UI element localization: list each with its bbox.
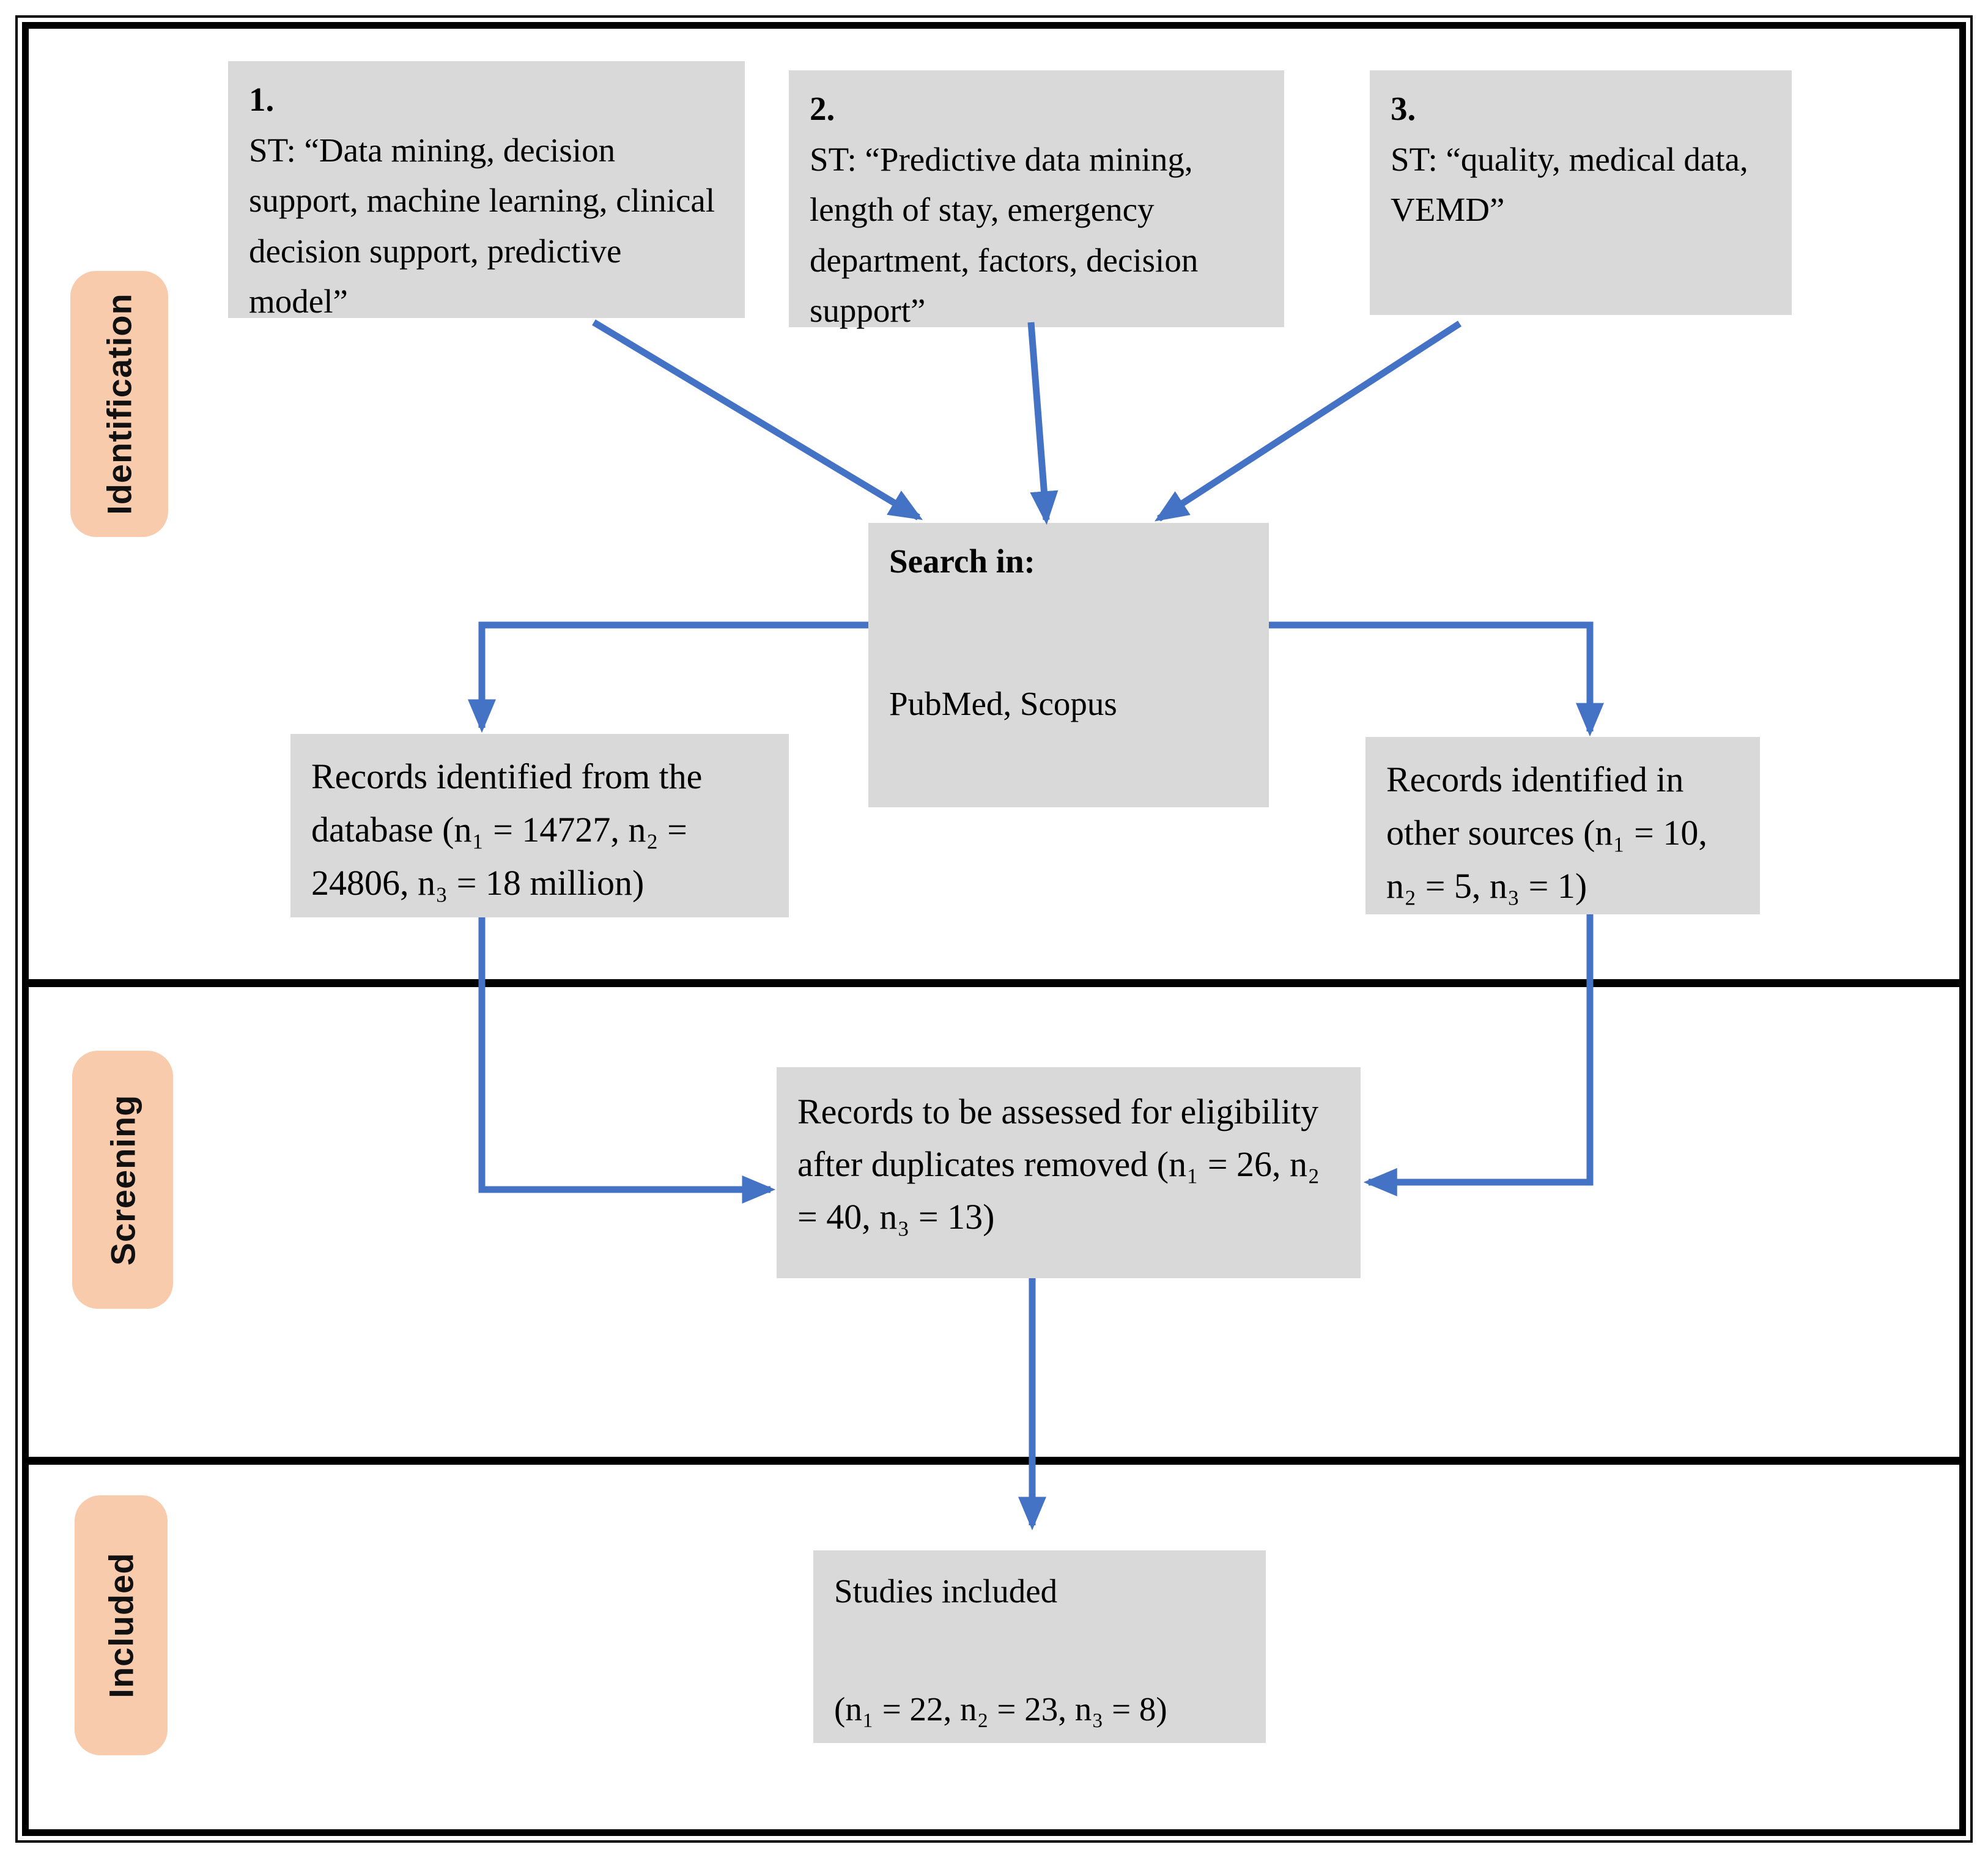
search-terms-box-1: 1. ST: “Data mining, decision support, m… — [228, 61, 745, 320]
search-terms-box-3-number: 3. — [1391, 90, 1416, 127]
records-identified-database-text: Records identified from the database (n₁… — [311, 757, 703, 903]
divider-identification-screening — [29, 979, 1959, 987]
records-identified-other-box: Records identified in other sources (n₁ … — [1365, 737, 1760, 914]
search-in-box: Search in: PubMed, Scopus — [868, 523, 1269, 807]
studies-included-counts: (n₁ = 22, n₂ = 23, n₃ = 8) — [834, 1690, 1167, 1728]
studies-included-title: Studies included — [834, 1572, 1058, 1610]
phase-label-identification: Identification — [70, 271, 168, 537]
phase-label-identification-text: Identification — [100, 293, 139, 515]
search-terms-box-1-text: ST: “Data mining, decision support, mach… — [249, 131, 715, 320]
records-assessed-box: Records to be assessed for eligibility a… — [777, 1067, 1361, 1278]
phase-label-included: Included — [75, 1495, 168, 1755]
search-terms-box-2: 2. ST: “Predictive data mining, length o… — [789, 70, 1284, 329]
phase-label-included-text: Included — [102, 1552, 141, 1698]
divider-screening-included — [29, 1457, 1959, 1465]
search-terms-box-2-number: 2. — [810, 90, 835, 127]
search-in-title: Search in: — [889, 542, 1035, 580]
search-terms-box-3: 3. ST: “quality, medical data, VEMD” — [1370, 70, 1792, 315]
phase-label-screening: Screening — [72, 1051, 173, 1309]
studies-included-box: Studies included (n₁ = 22, n₂ = 23, n₃ =… — [813, 1550, 1266, 1743]
search-terms-box-3-text: ST: “quality, medical data, VEMD” — [1391, 140, 1748, 229]
search-in-databases: PubMed, Scopus — [889, 684, 1117, 722]
records-assessed-text: Records to be assessed for eligibility a… — [797, 1092, 1320, 1237]
outer-frame — [15, 15, 1973, 1843]
search-terms-box-2-text: ST: “Predictive data mining, length of s… — [810, 140, 1199, 330]
records-identified-database-box: Records identified from the database (n₁… — [290, 734, 789, 917]
search-terms-box-1-number: 1. — [249, 81, 275, 118]
phase-label-screening-text: Screening — [103, 1094, 142, 1265]
records-identified-other-text: Records identified in other sources (n₁ … — [1386, 760, 1707, 906]
inner-frame — [22, 22, 1966, 1836]
